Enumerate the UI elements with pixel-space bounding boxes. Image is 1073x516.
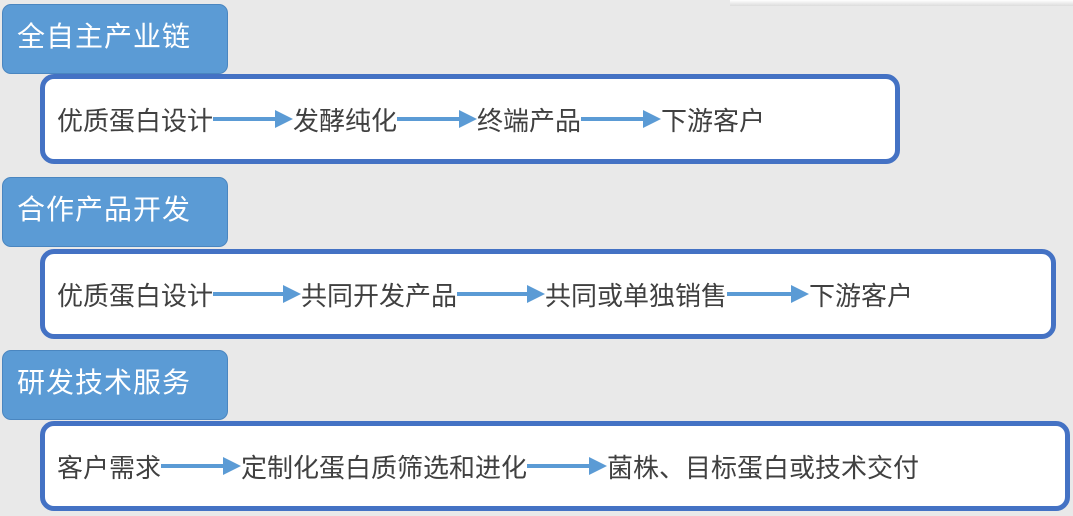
flow-step: 下游客户 xyxy=(661,106,766,137)
arrow-right-icon xyxy=(397,110,478,128)
flow-step: 客户需求 xyxy=(57,453,162,484)
arrow-right-icon xyxy=(727,285,810,303)
top-edge-bar xyxy=(730,0,1073,6)
flow-step: 定制化蛋白质筛选和进化 xyxy=(241,453,528,484)
arrow-head xyxy=(791,285,810,303)
flow-row-1: 优质蛋白设计 发酵纯化 终端产品 下游客户 xyxy=(57,79,765,159)
arrow-right-icon xyxy=(161,457,242,475)
arrow-head xyxy=(643,110,662,128)
arrow-right-icon xyxy=(213,110,294,128)
section-tab-1: 全自主产业链 xyxy=(2,4,228,74)
arrow-right-icon xyxy=(457,285,546,303)
arrow-head xyxy=(275,110,294,128)
flow-row-2: 优质蛋白设计 共同开发产品 共同或单独销售 下游客户 xyxy=(57,254,913,334)
arrow-shaft xyxy=(397,117,462,121)
flow-step: 发酵纯化 xyxy=(293,106,398,137)
section-title: 全自主产业链 xyxy=(17,20,192,53)
arrow-right-icon xyxy=(581,110,662,128)
section-title: 合作产品开发 xyxy=(17,193,192,226)
flow-step: 菌株、目标蛋白或技术交付 xyxy=(607,453,920,484)
arrow-shaft xyxy=(727,292,794,296)
flow-row-3: 客户需求 定制化蛋白质筛选和进化 菌株、目标蛋白或技术交付 xyxy=(57,426,919,506)
flow-box-3: 客户需求 定制化蛋白质筛选和进化 菌株、目标蛋白或技术交付 xyxy=(40,421,1070,511)
arrow-head xyxy=(223,457,242,475)
section-title: 研发技术服务 xyxy=(17,366,192,399)
arrow-shaft xyxy=(161,464,226,468)
flow-box-2: 优质蛋白设计 共同开发产品 共同或单独销售 下游客户 xyxy=(40,249,1056,339)
flow-step: 共同开发产品 xyxy=(301,281,458,312)
section-tab-2: 合作产品开发 xyxy=(2,177,228,247)
flow-step: 共同或单独销售 xyxy=(545,281,728,312)
flow-step: 优质蛋白设计 xyxy=(57,281,214,312)
arrow-shaft xyxy=(457,292,530,296)
arrow-shaft xyxy=(527,464,592,468)
arrow-shaft xyxy=(213,292,286,296)
arrow-head xyxy=(527,285,546,303)
flow-step: 终端产品 xyxy=(477,106,582,137)
arrow-shaft xyxy=(581,117,646,121)
flow-step: 优质蛋白设计 xyxy=(57,106,214,137)
arrow-right-icon xyxy=(527,457,608,475)
section-tab-3: 研发技术服务 xyxy=(2,350,228,420)
flow-step: 下游客户 xyxy=(809,281,914,312)
arrow-shaft xyxy=(213,117,278,121)
flow-box-1: 优质蛋白设计 发酵纯化 终端产品 下游客户 xyxy=(40,74,900,164)
arrow-head xyxy=(283,285,302,303)
arrow-head xyxy=(589,457,608,475)
arrow-head xyxy=(459,110,478,128)
arrow-right-icon xyxy=(213,285,302,303)
